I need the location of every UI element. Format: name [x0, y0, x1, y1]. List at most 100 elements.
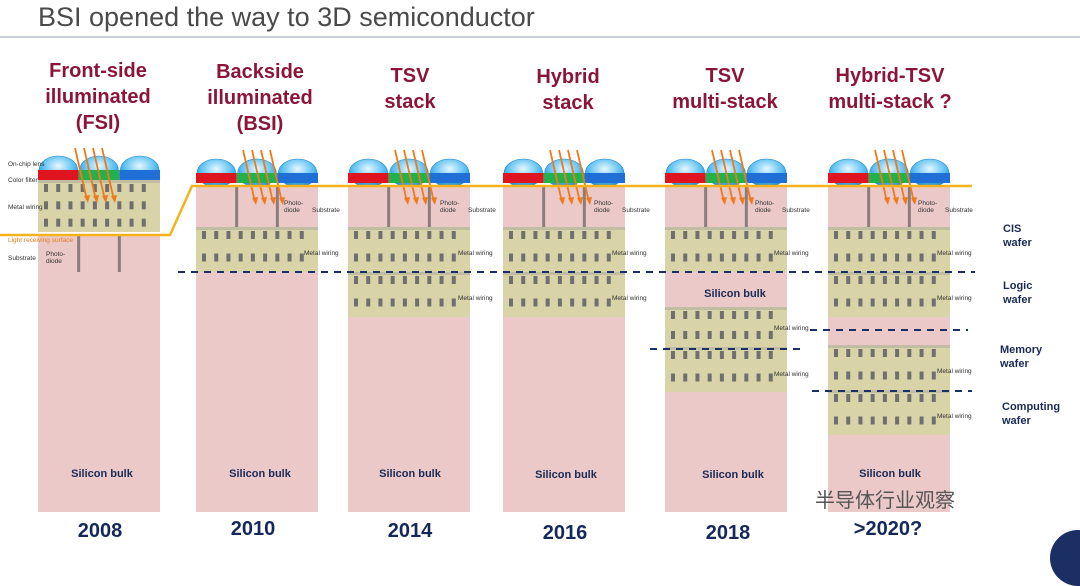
wire-c3-a-1-3	[545, 253, 550, 262]
wiring-top-c4-c	[665, 347, 787, 350]
wire-c4-c-0-2	[695, 351, 700, 359]
wire-c3-a-0-6	[582, 231, 587, 239]
wire-c4-c-0-1	[683, 351, 688, 359]
color-filter-c0-0	[38, 170, 79, 180]
wire-c2-b-0-0	[354, 276, 358, 284]
label-metal-wiring-c6a: Metal wiring	[937, 250, 972, 257]
wafer-label-cis: CIS wafer	[1003, 223, 1032, 249]
wire-c4-b-0-8	[768, 311, 773, 319]
wire-c5-c-0-4	[882, 349, 887, 357]
wire-c0-fsi-0-3	[80, 184, 85, 192]
wire-c4-c-1-4	[719, 373, 724, 382]
wire-c3-a-0-8	[606, 231, 611, 239]
isolation-c2-2	[427, 185, 431, 227]
wire-c4-a-1-7	[756, 253, 761, 262]
wire-c3-b-1-7	[594, 298, 599, 307]
wire-c5-d-1-6	[907, 416, 912, 425]
light-arrowhead-c0-1	[93, 195, 99, 203]
wire-c3-b-0-3	[545, 276, 550, 284]
wire-c2-b-1-8	[451, 298, 456, 307]
wire-c5-b-1-4	[882, 298, 887, 307]
wire-c5-c-1-6	[907, 371, 912, 380]
wire-c4-b-0-1	[683, 311, 688, 319]
wire-c3-b-0-2	[533, 276, 538, 284]
wire-c4-c-0-7	[756, 351, 761, 359]
color-filter-c1-0	[196, 173, 237, 183]
label-metal-wiring-c5a: Metal wiring	[774, 250, 809, 257]
wafer-label-memory: Memory wafer	[1000, 344, 1043, 370]
light-ray-c3-3	[576, 149, 590, 203]
light-ray-c1-0	[242, 149, 256, 203]
wire-c0-fsi-1-3	[80, 201, 85, 210]
wire-c4-a-1-1	[683, 253, 688, 262]
light-ray-c3-2	[567, 149, 581, 203]
light-ray-c1-2	[260, 149, 274, 203]
light-ray-c0-2	[92, 147, 106, 201]
wire-c5-d-0-3	[870, 394, 875, 402]
wire-c4-a-0-2	[695, 231, 700, 239]
wire-c2-b-1-7	[439, 298, 444, 307]
wire-c4-a-1-8	[768, 253, 773, 262]
wire-c5-b-1-8	[931, 298, 936, 307]
wire-c5-b-1-7	[919, 298, 924, 307]
wire-c5-a-0-2	[858, 231, 863, 239]
wire-c2-a-1-1	[366, 253, 371, 262]
wire-c2-b-0-3	[390, 276, 395, 284]
wire-c0-fsi-0-5	[105, 184, 110, 192]
wire-c5-b-0-4	[882, 276, 887, 284]
light-arrowhead-c0-0	[84, 195, 90, 203]
wire-c5-b-0-7	[919, 276, 924, 284]
isolation-c2-1	[387, 185, 391, 227]
label-substrate-fsi: Substrate	[8, 255, 36, 262]
color-filter-c2-1	[388, 173, 430, 183]
wire-c4-c-1-6	[744, 373, 749, 382]
wire-c5-c-1-4	[882, 371, 887, 380]
wire-c1-a-0-0	[202, 231, 206, 239]
silicon-bulk-area-c1	[196, 272, 318, 512]
wire-c2-a-1-4	[402, 253, 407, 262]
wire-c3-b-0-4	[557, 276, 562, 284]
light-arrowhead-c3-0	[559, 197, 565, 205]
year-2010: 2010	[230, 518, 276, 540]
wire-c4-c-0-0	[671, 351, 675, 359]
label-photodiode-fsi: Photo- diode	[46, 251, 66, 265]
wire-c4-a-0-7	[756, 231, 761, 239]
wire-c2-b-0-8	[451, 276, 456, 284]
label-photodiode-c3: Photo- diode	[440, 200, 460, 214]
wire-c5-b-0-0	[834, 276, 838, 284]
light-ray-c4-3	[738, 149, 752, 203]
light-arrowhead-c5-2	[902, 197, 908, 205]
mid-bulk-c4	[665, 272, 787, 307]
wire-c5-d-0-5	[895, 394, 900, 402]
wire-c2-b-1-5	[415, 298, 420, 307]
light-arrowhead-c2-0	[404, 197, 410, 205]
isolation-c3-1	[542, 185, 546, 227]
wiring-top-c4-a	[665, 227, 787, 230]
wire-c1-a-0-4	[250, 231, 255, 239]
light-ray-c5-2	[892, 149, 906, 203]
wire-c1-a-1-4	[250, 253, 255, 262]
light-arrowhead-c3-2	[577, 197, 583, 205]
light-ray-c1-3	[269, 149, 283, 203]
wire-c5-b-1-0	[834, 298, 838, 307]
wire-c4-c-1-2	[695, 373, 700, 382]
label-substrate-c4: Substrate	[622, 207, 650, 214]
wire-c0-fsi-1-7	[129, 201, 134, 210]
light-arrowhead-c3-1	[568, 197, 574, 205]
wire-c0-fsi-0-6	[117, 184, 122, 192]
light-arrowhead-c5-3	[911, 197, 917, 205]
wire-c5-d-0-8	[931, 394, 936, 402]
color-filter-c1-2	[277, 173, 318, 183]
color-filter-c3-1	[543, 173, 585, 183]
wire-c2-b-0-6	[427, 276, 432, 284]
light-ray-c2-3	[421, 149, 435, 203]
wafer-label-computing: Computing wafer	[1002, 401, 1061, 427]
wire-c4-a-1-4	[719, 253, 724, 262]
title-rule	[0, 36, 1080, 38]
wiring-top-c3-b	[503, 272, 625, 275]
wire-c4-a-0-8	[768, 231, 773, 239]
wire-c5-b-0-3	[870, 276, 875, 284]
wire-c4-b-0-2	[695, 311, 700, 319]
